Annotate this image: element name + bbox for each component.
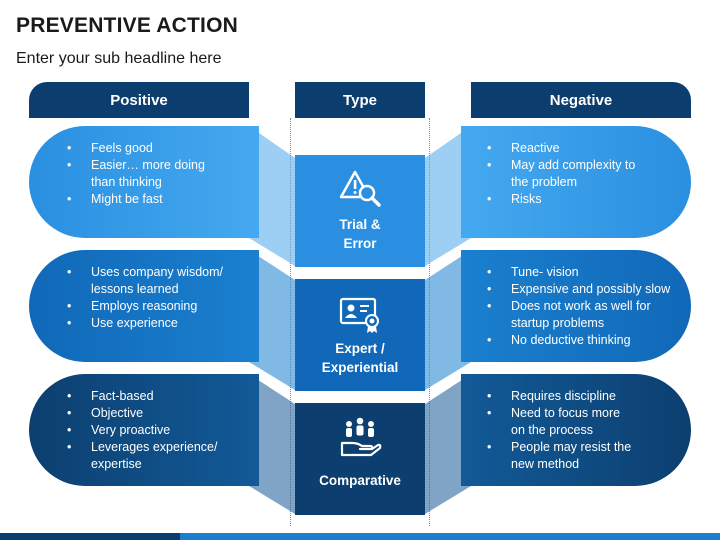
list-item: No deductive thinking	[487, 332, 671, 349]
list-item: Reactive	[487, 140, 671, 157]
type-label: Trial &	[339, 217, 381, 232]
list-item: Might be fast	[67, 191, 249, 208]
negative-card-expert: Tune- vision Expensive and possibly slow…	[461, 250, 691, 362]
positive-card-expert: Uses company wisdom/lessons learned Empl…	[29, 250, 259, 362]
bottom-accent-bar	[0, 533, 720, 540]
list-item: Feels good	[67, 140, 249, 157]
list-item: Requires discipline	[487, 388, 671, 405]
page-subtitle: Enter your sub headline here	[16, 50, 222, 67]
list-item: Leverages experience/expertise	[67, 439, 249, 473]
type-label: Expert /	[335, 341, 385, 356]
list-item: Risks	[487, 191, 671, 208]
list-item: Uses company wisdom/lessons learned	[67, 264, 249, 298]
list-item: Objective	[67, 405, 249, 422]
type-box-expert: Expert / Experiential	[295, 279, 425, 391]
positive-card-comparative: Fact-based Objective Very proactive Leve…	[29, 374, 259, 486]
negative-card-comparative: Requires discipline Need to focus moreon…	[461, 374, 691, 486]
right-connectors	[425, 126, 471, 514]
list-item: Very proactive	[67, 422, 249, 439]
warning-search-icon	[339, 170, 381, 207]
page-title: PREVENTIVE ACTION	[16, 14, 238, 37]
type-header: Type	[295, 82, 425, 118]
certificate-icon	[339, 297, 379, 333]
list-item: Expensive and possibly slow	[487, 281, 671, 298]
negative-header: Negative	[471, 82, 691, 118]
type-box-comparative: Comparative	[295, 403, 425, 515]
list-item: Tune- vision	[487, 264, 671, 281]
team-hand-icon	[340, 417, 382, 457]
left-connectors	[249, 126, 295, 514]
type-label: Error	[343, 236, 377, 251]
list-item: Fact-based	[67, 388, 249, 405]
positive-header: Positive	[29, 82, 249, 118]
list-item: Employs reasoning	[67, 298, 249, 315]
type-label: Comparative	[319, 473, 401, 488]
type-box-trial-error: Trial & Error	[295, 155, 425, 267]
type-label: Experiential	[321, 360, 399, 375]
list-item: Use experience	[67, 315, 249, 332]
